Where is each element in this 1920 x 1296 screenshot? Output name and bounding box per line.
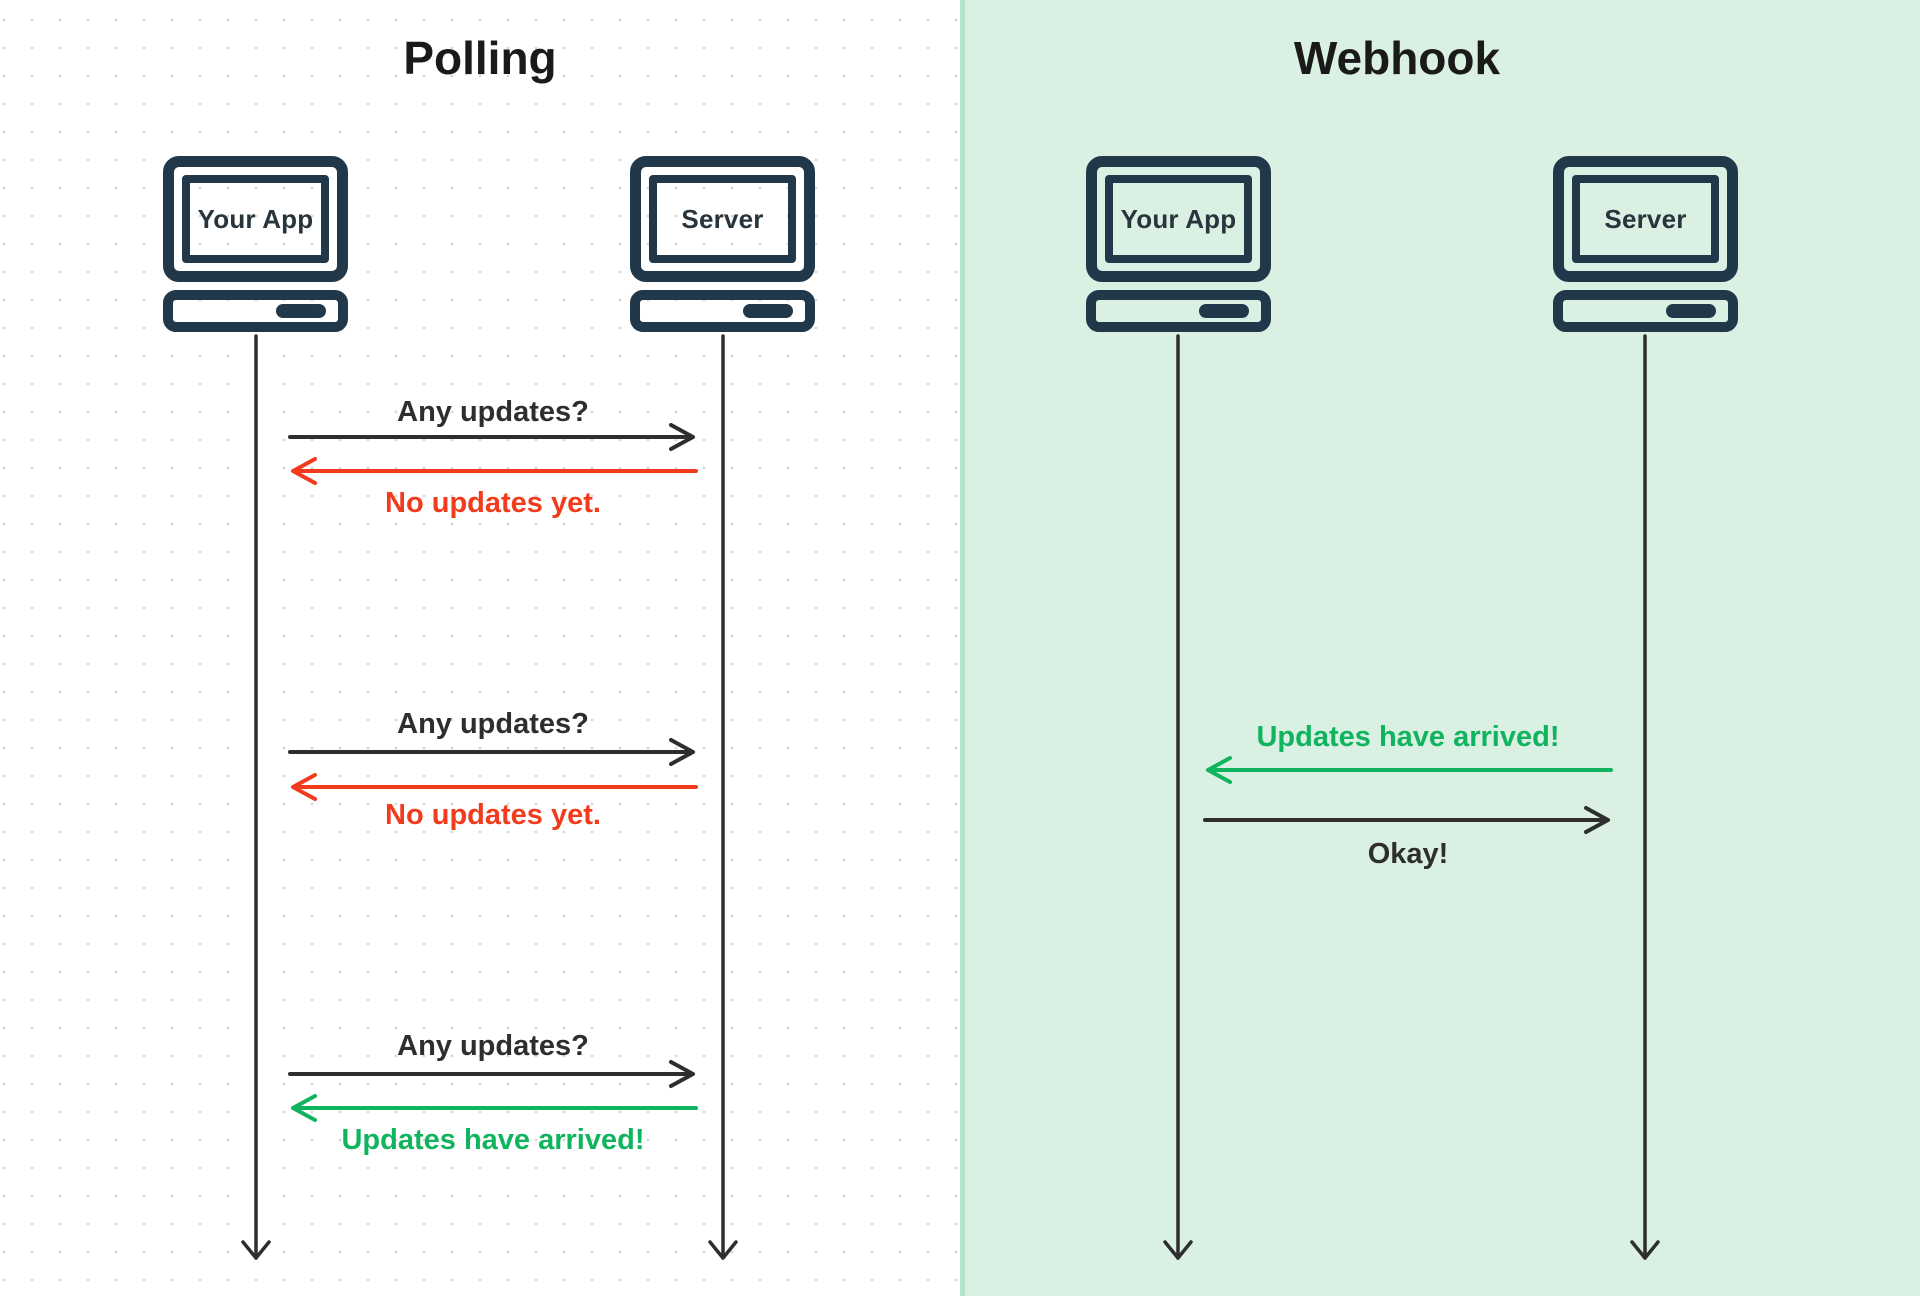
acknowledgement-arrow-right [1203,806,1610,834]
computer-screen: Your App [1105,175,1252,263]
computer-icon-server: Server [1553,156,1738,332]
notification-label: Updates have arrived! [1256,721,1560,753]
webhook-panel [960,0,1920,1296]
lifeline-polling-server [708,334,738,1260]
computer-base-icon [1086,290,1271,332]
lifeline-webhook-server [1630,334,1660,1260]
request-label: Any updates? [397,396,589,428]
actor-label: Server [681,203,764,234]
computer-screen: Server [1572,175,1719,263]
notification-arrow-left [1206,756,1613,784]
request-arrow-right [288,1060,695,1088]
computer-base-chip [743,304,793,318]
computer-icon-your-app: Your App [1086,156,1271,332]
computer-base-chip [1666,304,1716,318]
response-arrow-left [291,1094,698,1122]
polling-title: Polling [403,32,557,84]
computer-base-icon [1553,290,1738,332]
acknowledgement-label: Okay! [1367,838,1449,870]
actor-label: Server [1604,203,1687,234]
computer-screen: Server [649,175,796,263]
computer-monitor-icon: Your App [1086,156,1271,282]
response-label: No updates yet. [385,487,601,519]
computer-base-chip [276,304,326,318]
response-label: Updates have arrived! [341,1124,645,1156]
request-label: Any updates? [397,1030,589,1062]
computer-base-icon [163,290,348,332]
computer-monitor-icon: Server [630,156,815,282]
computer-base-icon [630,290,815,332]
computer-icon-your-app: Your App [163,156,348,332]
request-arrow-right [288,738,695,766]
computer-base-chip [1199,304,1249,318]
computer-monitor-icon: Your App [163,156,348,282]
response-label: No updates yet. [385,799,601,831]
computer-monitor-icon: Server [1553,156,1738,282]
response-arrow-left [291,457,698,485]
actor-label: Your App [1120,203,1237,234]
lifeline-polling-your-app [241,334,271,1260]
request-label: Any updates? [397,708,589,740]
computer-screen: Your App [182,175,329,263]
computer-icon-server: Server [630,156,815,332]
actor-label: Your App [197,203,314,234]
webhook-title: Webhook [1293,32,1501,84]
response-arrow-left [291,773,698,801]
request-arrow-right [288,423,695,451]
polling-panel [0,0,960,1296]
lifeline-webhook-your-app [1163,334,1193,1260]
